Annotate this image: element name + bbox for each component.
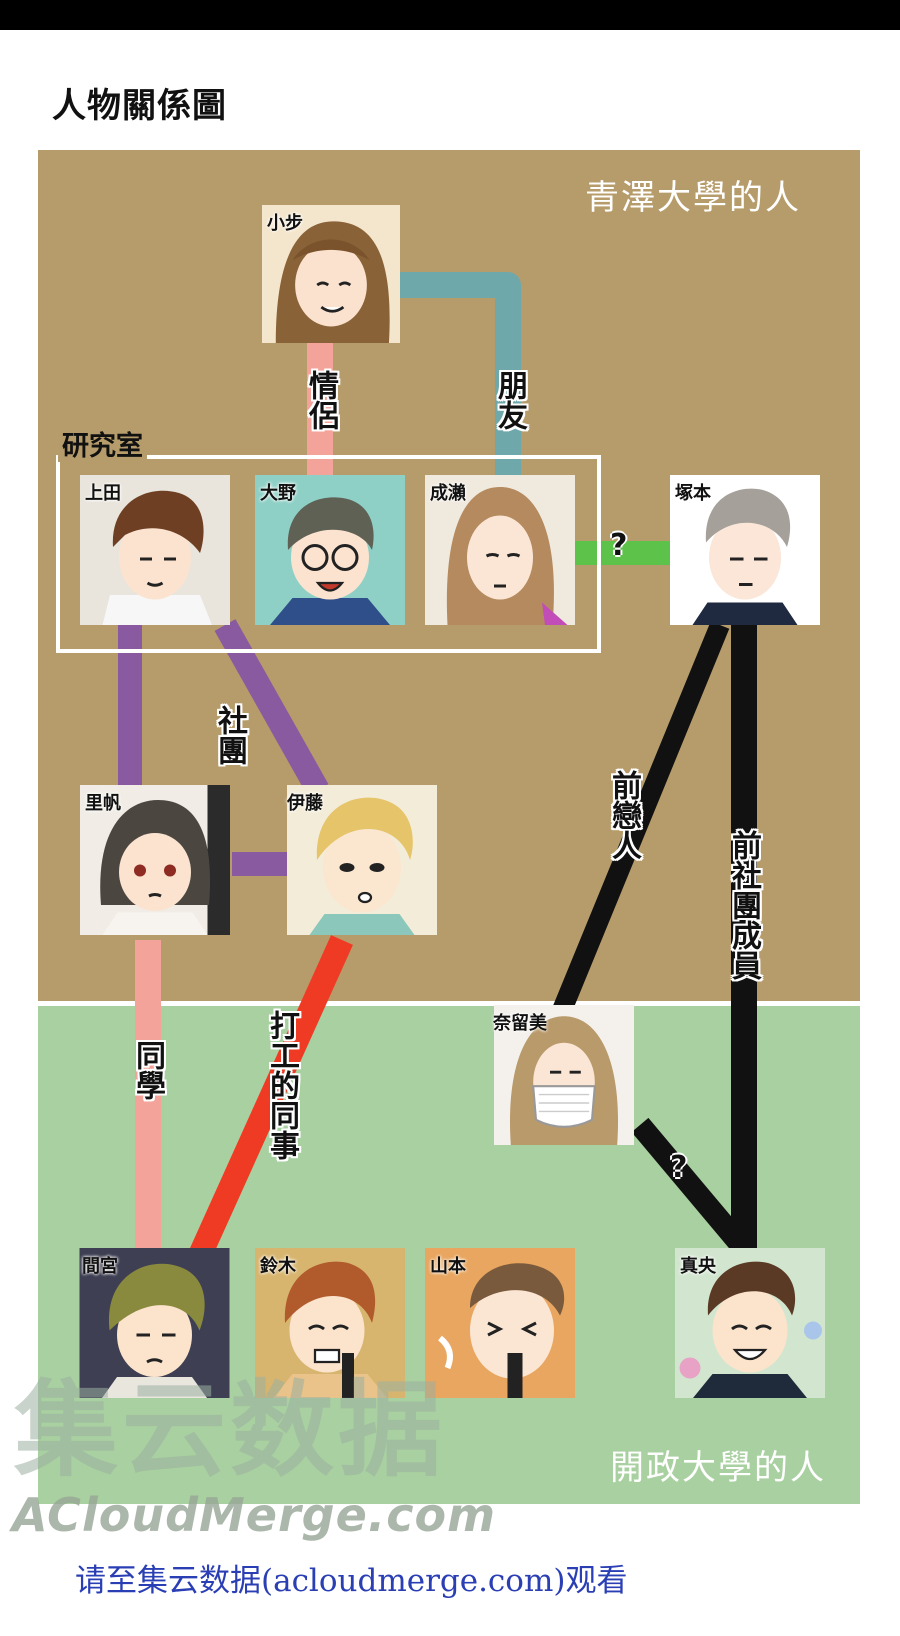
name-koayumi: 小步 [267, 213, 303, 234]
portrait-mamiya: 間宮 [77, 1248, 232, 1398]
portrait-image [425, 1248, 575, 1398]
portrait-image [79, 1248, 230, 1398]
watermark-site: ACloudMerge.com [12, 1488, 497, 1542]
watermark-logo: 集云数据 [14, 1369, 447, 1491]
name-ono: 大野 [260, 483, 296, 504]
portrait-ueda: 上田 [80, 475, 230, 625]
top-bar [0, 0, 900, 30]
line-unknown-2 [631, 1117, 754, 1258]
label-friends: 朋友 [492, 370, 527, 430]
region-divider [38, 1001, 860, 1006]
name-mao: 真央 [680, 1256, 716, 1277]
portrait-ono: 大野 [255, 475, 405, 625]
name-yamamoto: 山本 [430, 1256, 466, 1277]
label-club: 社團 [212, 705, 247, 765]
portrait-suzuki: 鈴木 [255, 1248, 405, 1398]
portrait-riho: 里帆 [80, 785, 230, 935]
label-ex-club-member: 前社團成員 [726, 830, 761, 980]
portrait-image [80, 475, 230, 625]
label-coworkers: 打工的同事 [264, 1010, 299, 1160]
label-ex-lovers: 前戀人 [606, 770, 641, 860]
label-classmates: 同學 [130, 1040, 165, 1100]
name-naruse: 成瀨 [430, 483, 466, 504]
line-ex-lovers [550, 621, 730, 1019]
portrait-naruse: 成瀨 [425, 475, 575, 625]
portrait-image [670, 475, 820, 625]
portrait-image [425, 475, 575, 625]
portrait-image [675, 1248, 825, 1398]
diagram-title: 人物關係圖 [52, 86, 227, 126]
portrait-image [255, 1248, 405, 1398]
portrait-tsukamoto: 塚本 [670, 475, 820, 625]
name-tsukamoto: 塚本 [675, 483, 711, 504]
line-coworkers [189, 935, 353, 1260]
lab-group-label: 研究室 [58, 432, 147, 462]
label-lovers: 情侶 [303, 370, 338, 430]
label-unknown-1: ? [610, 528, 628, 563]
portrait-image [80, 785, 230, 935]
lab-group-box [56, 455, 601, 653]
portrait-image [287, 785, 437, 935]
portrait-koayumi: 小步 [262, 205, 400, 343]
portrait-narumi: 奈留美 [488, 1005, 640, 1145]
portrait-image [262, 205, 400, 343]
portrait-yamamoto: 山本 [425, 1248, 575, 1398]
name-ueda: 上田 [85, 483, 121, 504]
portrait-image [494, 1005, 634, 1145]
name-suzuki: 鈴木 [260, 1256, 296, 1277]
region-label-top: 青澤大學的人 [585, 178, 801, 218]
line-friends [400, 272, 521, 478]
portrait-mao: 真央 [675, 1248, 825, 1398]
name-ito: 伊藤 [287, 793, 323, 814]
region-label-bottom: 開政大學的人 [610, 1448, 826, 1488]
name-narumi: 奈留美 [493, 1013, 547, 1034]
watermark-notice: 请至集云数据(acloudmerge.com)观看 [75, 1563, 628, 1599]
name-riho: 里帆 [85, 793, 121, 814]
portrait-ito: 伊藤 [282, 785, 442, 935]
name-mamiya: 間宮 [82, 1256, 118, 1277]
portrait-image [255, 475, 405, 625]
label-unknown-2: ? [670, 1150, 688, 1185]
